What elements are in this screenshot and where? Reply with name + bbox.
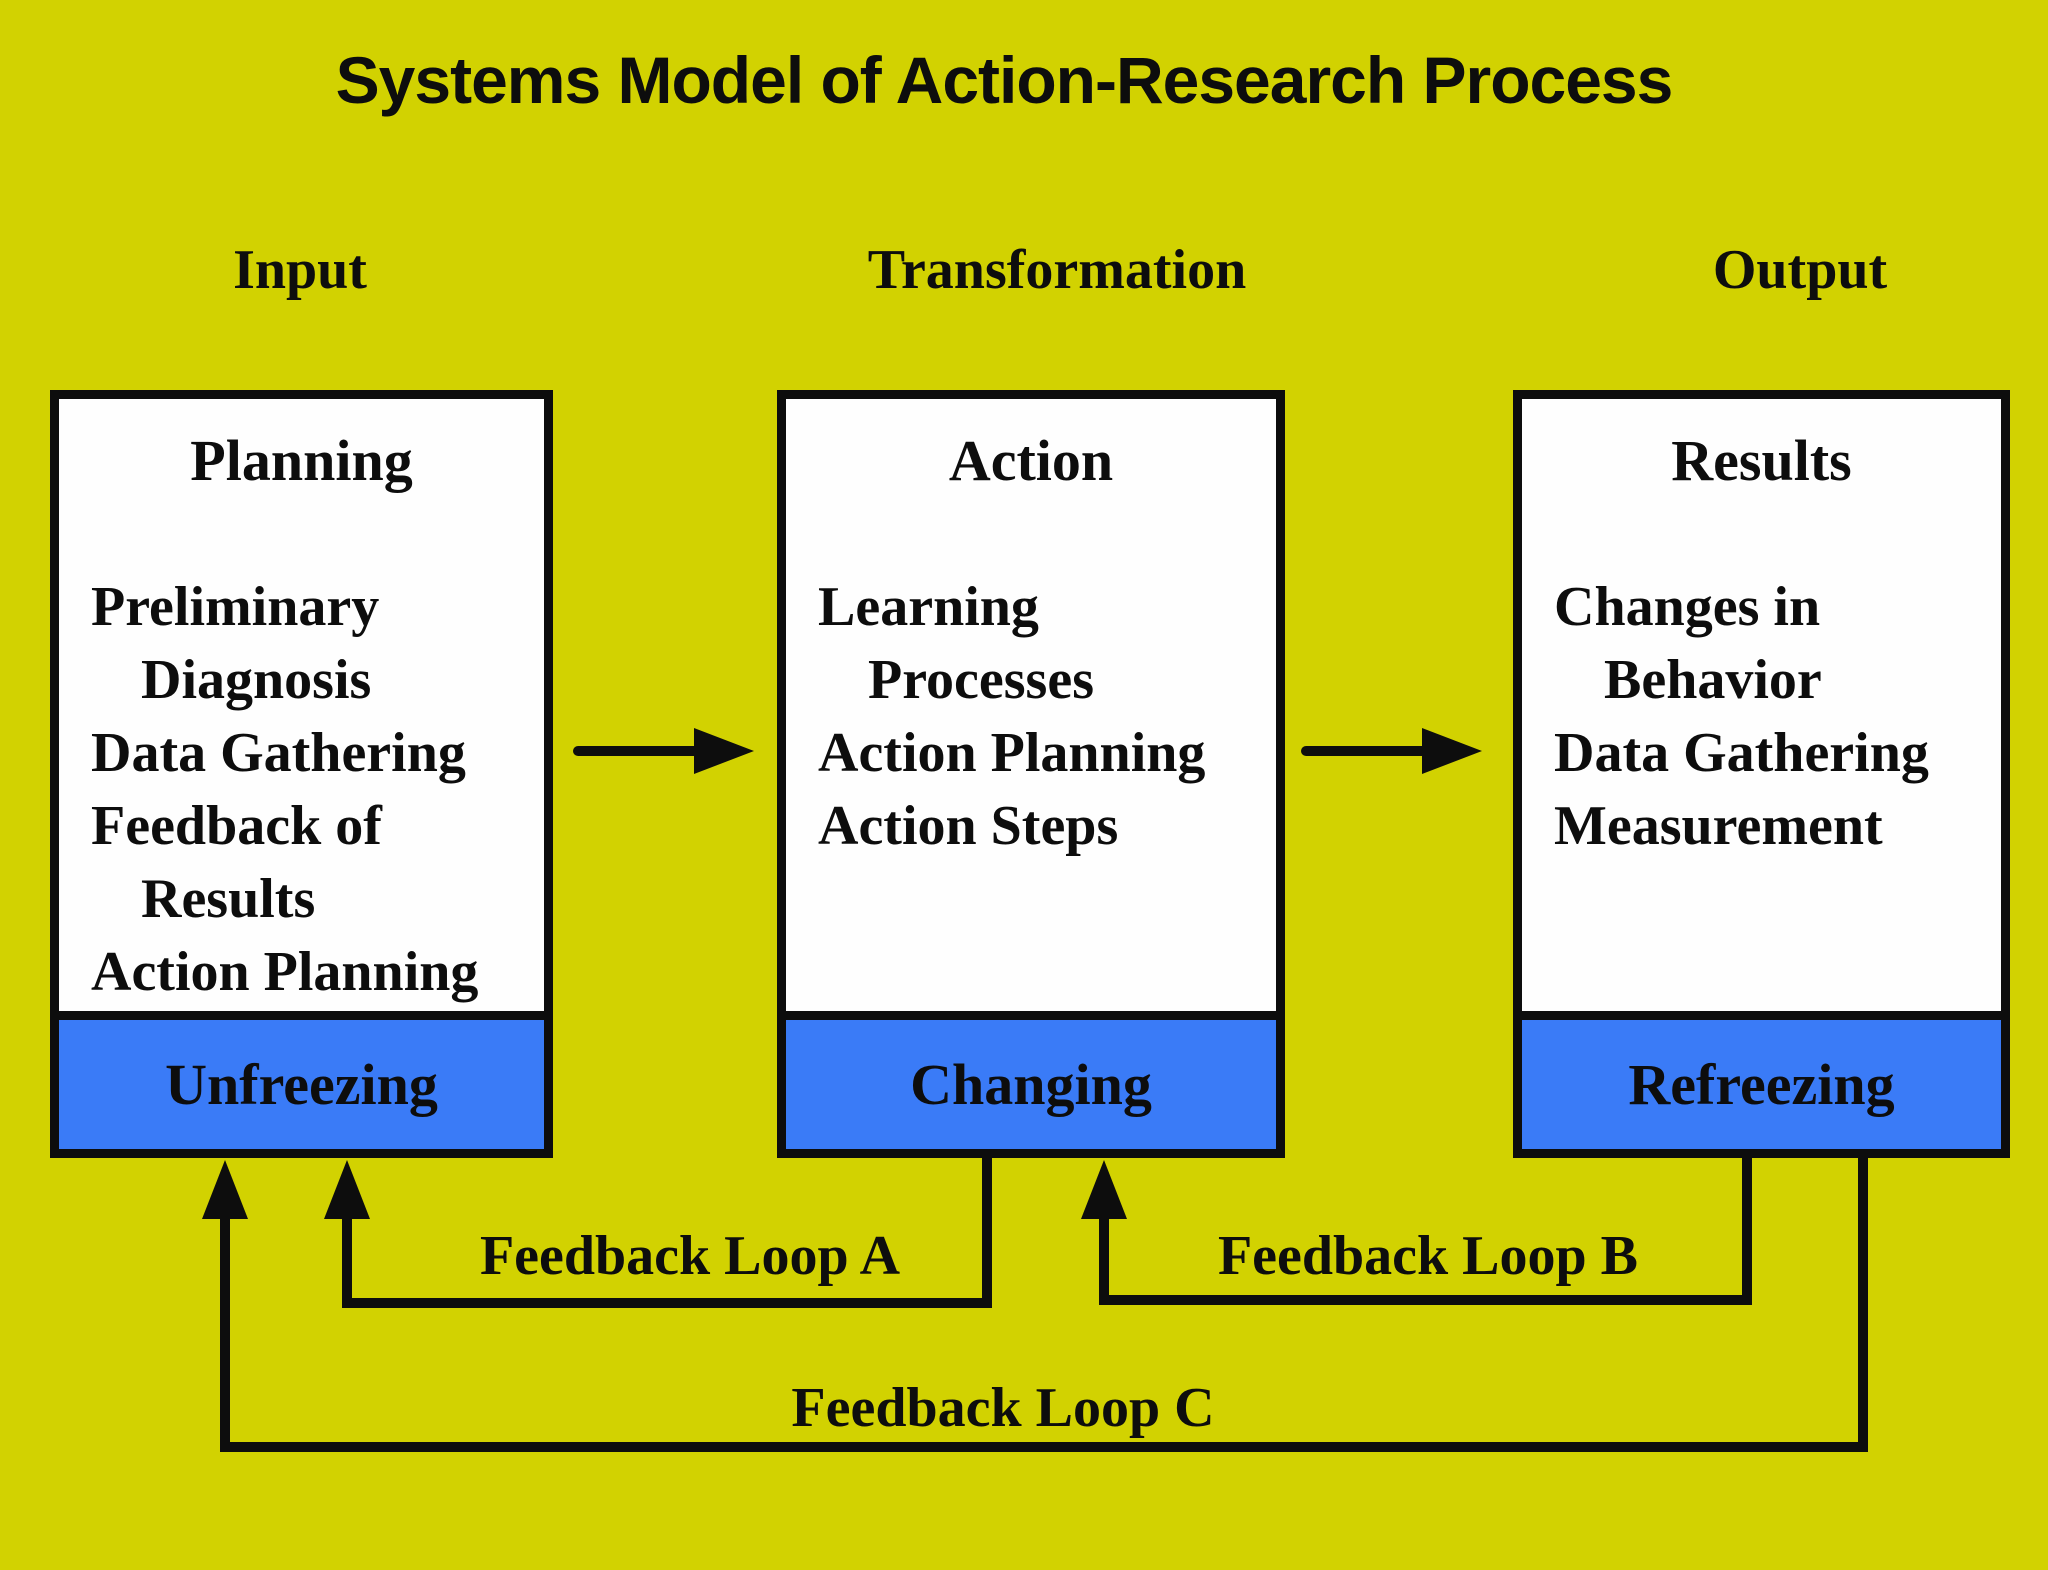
feedback-loop-b-label: Feedback Loop B	[1217, 1225, 1639, 1287]
refreezing-band-label: Refreezing	[1628, 1052, 1895, 1117]
column-label-output: Output	[1712, 239, 1888, 301]
list-line: Action Steps	[818, 795, 1119, 857]
feedback-loop-c-label: Feedback Loop C	[791, 1377, 1215, 1439]
list-line: Behavior	[1604, 649, 1822, 711]
transformation-box: Action Learning Processes Action Plannin…	[777, 390, 1285, 1158]
transformation-box-title: Action	[948, 428, 1114, 493]
transformation-box-list: Learning Processes Action Planning Actio…	[818, 571, 1268, 863]
right-arrowhead-icon	[1422, 728, 1482, 774]
list-line: Changes in	[1554, 576, 1821, 638]
up-arrowhead-icon	[324, 1160, 370, 1219]
input-box: Planning Preliminary Diagnosis Data Gath…	[50, 390, 553, 1158]
list-line: Action Planning	[91, 941, 479, 1003]
column-label-input: Input	[233, 239, 367, 301]
refreezing-band: Refreezing	[1522, 1011, 2001, 1149]
list-line: Data Gathering	[91, 722, 466, 784]
right-arrowhead-icon	[694, 728, 754, 774]
list-line: Learning	[818, 576, 1039, 638]
list-line: Action Planning	[818, 722, 1206, 784]
list-line: Data Gathering	[1554, 722, 1929, 784]
input-box-title: Planning	[190, 428, 413, 493]
list-line: Results	[141, 868, 316, 930]
changing-band-label: Changing	[910, 1052, 1152, 1117]
list-line: Preliminary	[91, 576, 380, 638]
up-arrowhead-icon	[202, 1160, 248, 1219]
feedback-loop-a-label: Feedback Loop A	[479, 1225, 901, 1287]
column-label-transformation: Transformation	[867, 239, 1247, 301]
output-box-title: Results	[1671, 428, 1852, 493]
up-arrowhead-icon	[1081, 1160, 1127, 1219]
diagram-title: Systems Model of Action-Research Process	[335, 43, 1674, 117]
changing-band: Changing	[786, 1011, 1276, 1149]
input-box-list: Preliminary Diagnosis Data Gathering Fee…	[91, 571, 536, 1009]
list-line: Measurement	[1554, 795, 1883, 857]
list-line: Feedback of	[91, 795, 382, 857]
output-box: Results Changes in Behavior Data Gatheri…	[1513, 390, 2010, 1158]
unfreezing-band-label: Unfreezing	[165, 1052, 438, 1117]
output-box-list: Changes in Behavior Data Gathering Measu…	[1554, 571, 1993, 863]
list-line: Diagnosis	[141, 649, 372, 711]
list-line: Processes	[868, 649, 1094, 711]
unfreezing-band: Unfreezing	[59, 1011, 544, 1149]
